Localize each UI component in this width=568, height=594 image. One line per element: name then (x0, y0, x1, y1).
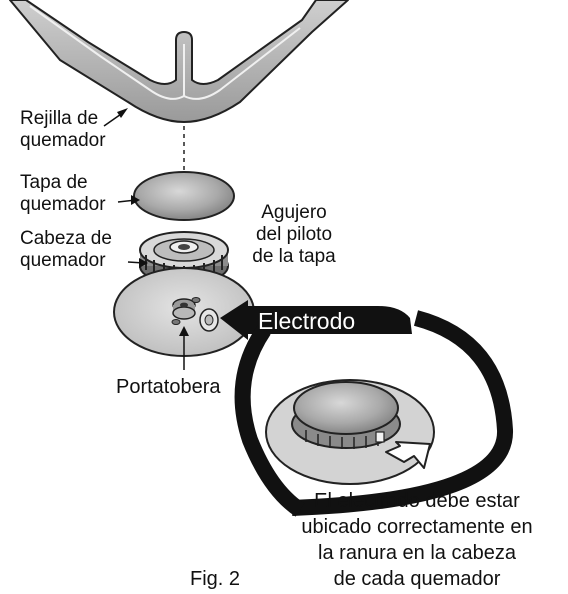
slot-pointer-arrow (385, 441, 431, 469)
burner-cap (133, 171, 235, 221)
label-pilot-hole: Agujero del piloto de la tapa (252, 202, 336, 267)
figure-caption: Fig. 2 (190, 568, 241, 590)
detail-assembled-burner (265, 379, 435, 485)
burner-grate (9, 0, 349, 123)
label-burner-grate: Rejilla de quemador (20, 108, 106, 151)
label-electrode: Electrodo (258, 308, 356, 334)
label-burner-cap: Tapa de quemador (20, 172, 106, 215)
label-nozzle-holder: Portatobera (116, 376, 221, 398)
label-burner-head: Cabeza de quemador (20, 228, 112, 271)
electrode-banner-arrow (220, 300, 412, 340)
label-note: El electrodo debe estar ubicado correcta… (301, 490, 533, 590)
detail-callout-arc (291, 310, 513, 516)
